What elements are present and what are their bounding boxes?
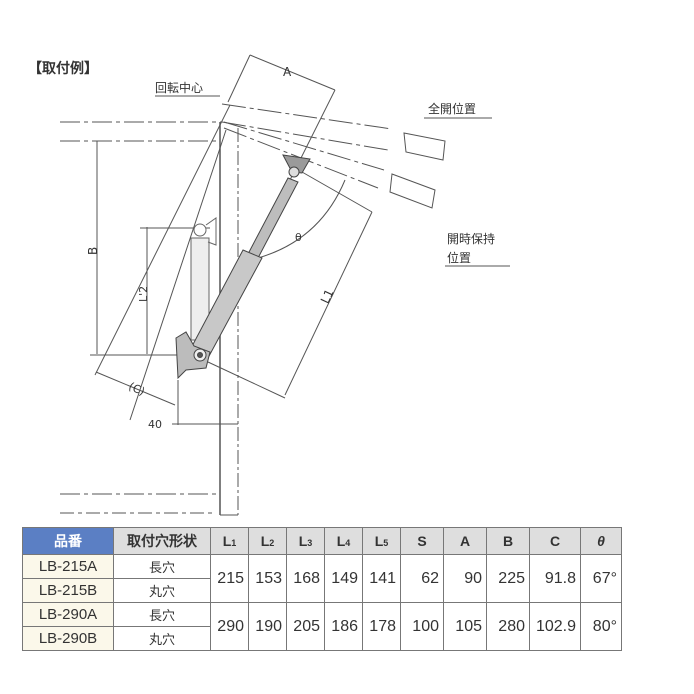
cell-l1: 215 (210, 554, 249, 603)
header-hole-shape: 取付穴形状 (113, 527, 211, 555)
svg-text:A: A (283, 65, 292, 79)
svg-text:(C): (C) (127, 380, 147, 399)
svg-text:開時保持: 開時保持 (447, 231, 495, 246)
cell-s: 100 (400, 602, 444, 651)
header-theta: θ (580, 527, 622, 555)
table-row: LB-215B 丸穴 (22, 578, 622, 603)
svg-text:40: 40 (148, 418, 162, 431)
header-l3: L3 (286, 527, 325, 555)
cell-l3: 205 (286, 602, 325, 651)
installation-drawing: 回転中心 全開位置 開時保持 位置 A B L'2 L1 θ (C) 40 (60, 54, 510, 516)
cell-l2: 190 (248, 602, 287, 651)
table-row: LB-215A 長穴 215 153 168 149 141 62 90 225… (22, 554, 622, 603)
header-c: C (529, 527, 581, 555)
header-a: A (443, 527, 487, 555)
header-part-number: 品番 (22, 527, 114, 555)
part-number: LB-215A (22, 554, 114, 579)
cell-l3: 168 (286, 554, 325, 603)
svg-text:B: B (86, 247, 100, 255)
cell-l4: 186 (324, 602, 363, 651)
figure-title: 【取付例】 (28, 61, 98, 77)
cell-b: 280 (486, 602, 530, 651)
table-row: LB-290A 長穴 290 190 205 186 178 100 105 2… (22, 602, 622, 651)
cell-s: 62 (400, 554, 444, 603)
header-l4: L4 (324, 527, 363, 555)
spec-table: 品番 取付穴形状 L1 L2 L3 L4 L5 S A B C θ LB-215… (22, 527, 622, 651)
cell-c: 91.8 (529, 554, 581, 603)
cell-l2: 153 (248, 554, 287, 603)
cell-l1: 290 (210, 602, 249, 651)
header-s: S (400, 527, 444, 555)
hole-shape: 長穴 (113, 554, 211, 579)
svg-text:位置: 位置 (447, 250, 471, 265)
cell-b: 225 (486, 554, 530, 603)
svg-text:回転中心: 回転中心 (155, 80, 203, 95)
part-number: LB-290B (22, 626, 114, 651)
cell-l4: 149 (324, 554, 363, 603)
hole-shape: 丸穴 (113, 626, 211, 651)
header-l2: L2 (248, 527, 287, 555)
cell-a: 105 (443, 602, 487, 651)
part-number: LB-215B (22, 578, 114, 603)
cell-theta: 67° (580, 554, 622, 603)
cell-theta: 80° (580, 602, 622, 651)
hole-shape: 長穴 (113, 602, 211, 627)
svg-text:全開位置: 全開位置 (428, 101, 476, 116)
header-l5: L5 (362, 527, 401, 555)
header-b: B (486, 527, 530, 555)
svg-text:θ: θ (295, 231, 302, 244)
cell-l5: 141 (362, 554, 401, 603)
cell-a: 90 (443, 554, 487, 603)
svg-text:L'2: L'2 (137, 286, 150, 302)
cell-c: 102.9 (529, 602, 581, 651)
table-header-row: 品番 取付穴形状 L1 L2 L3 L4 L5 S A B C θ (22, 527, 622, 555)
table-row: LB-290B 丸穴 (22, 626, 622, 651)
cell-l5: 178 (362, 602, 401, 651)
svg-text:L1: L1 (318, 287, 337, 306)
part-number: LB-290A (22, 602, 114, 627)
header-l1: L1 (210, 527, 249, 555)
hole-shape: 丸穴 (113, 578, 211, 603)
